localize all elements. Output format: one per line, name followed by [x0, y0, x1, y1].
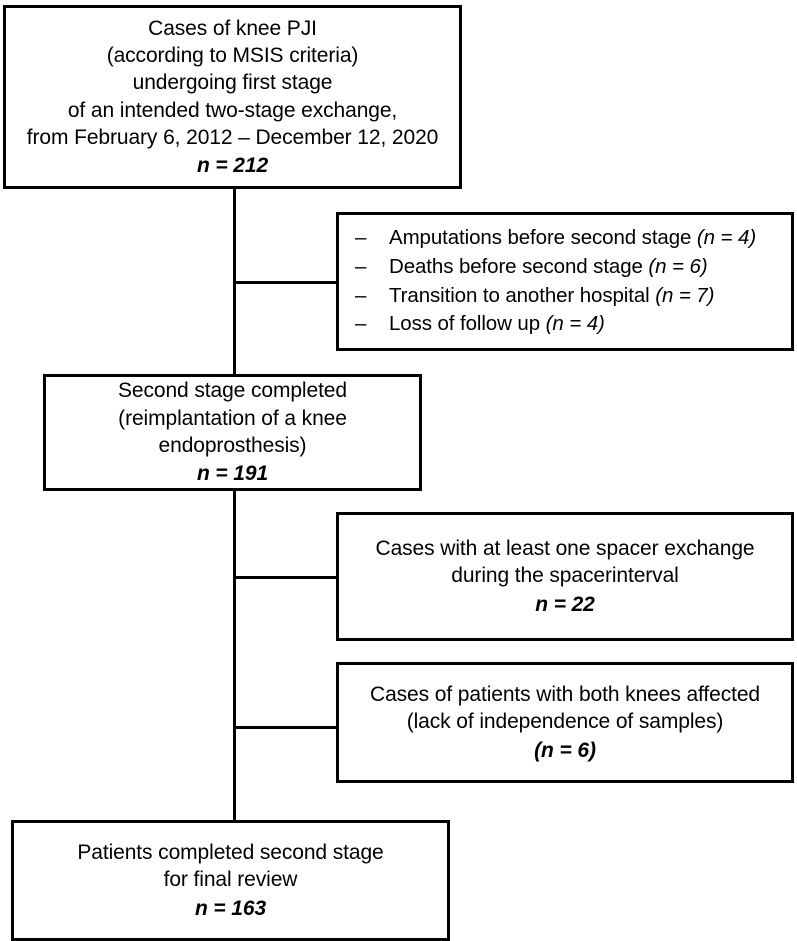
both-knees-count: (n = 6): [534, 738, 596, 762]
enrolled-line-5: from February 6, 2012 – December 12, 202…: [26, 125, 439, 149]
both-knees-line-1: Cases of patients with both knees affect…: [370, 683, 760, 707]
list-dash-icon: –: [355, 283, 367, 307]
list-item-count: (n = 4): [696, 226, 757, 250]
second-stage-line-1: Second stage completed: [118, 379, 347, 403]
box-both-knees-affected: Cases of patients with both knees affect…: [336, 662, 794, 783]
final-count: n = 163: [194, 896, 267, 920]
list-item-text: Loss of follow up (n = 4): [389, 310, 605, 339]
enrolled-count: n = 212: [196, 154, 269, 178]
connector-branch-exclusions-first: [233, 281, 339, 284]
second-stage-line-2: (reimplantation of a knee: [118, 406, 347, 430]
list-dash-icon: –: [355, 254, 367, 278]
box-second-stage-completed: Second stage completed (reimplantation o…: [43, 374, 422, 491]
enrolled-line-3: undergoing first stage: [132, 71, 333, 95]
enrolled-line-1: Cases of knee PJI: [148, 16, 317, 40]
box-enrolled-cases: Cases of knee PJI (according to MSIS cri…: [3, 5, 462, 189]
list-dash-icon: –: [355, 226, 367, 250]
list-item-label: Loss of follow up: [389, 312, 546, 336]
connector-branch-both-knees: [233, 726, 339, 729]
spacer-line-1: Cases with at least one spacer exchange: [375, 537, 755, 561]
list-item: – Amputations before second stage (n = 4…: [355, 224, 791, 253]
connector-trunk-lower: [233, 491, 236, 821]
list-item-label: Transition to another hospital: [389, 283, 656, 307]
enrolled-line-4: of an intended two-stage exchange,: [67, 98, 398, 122]
both-knees-line-2: (lack of independence of samples): [406, 710, 724, 734]
second-stage-count: n = 191: [196, 462, 269, 486]
spacer-line-2: during the spacerinterval: [451, 564, 679, 588]
final-line-1: Patients completed second stage: [77, 841, 384, 865]
second-stage-line-3: endoprosthesis): [158, 434, 307, 457]
box-exclusions-before-second-stage: – Amputations before second stage (n = 4…: [336, 212, 794, 351]
list-item-label: Amputations before second stage: [389, 226, 697, 250]
list-item-label: Deaths before second stage: [389, 254, 649, 278]
list-item: – Deaths before second stage (n = 6): [355, 253, 791, 282]
list-item-count: (n = 7): [655, 283, 715, 307]
list-item-count: (n = 6): [648, 254, 708, 278]
box-final-cohort: Patients completed second stage for fina…: [11, 820, 450, 941]
box-spacer-exchange: Cases with at least one spacer exchange …: [336, 512, 794, 641]
connector-branch-spacer-exchange: [233, 576, 339, 579]
list-item-text: Deaths before second stage (n = 6): [389, 253, 708, 282]
list-item-count: (n = 4): [545, 312, 605, 336]
list-item-text: Transition to another hospital (n = 7): [389, 282, 714, 311]
list-dash-icon: –: [355, 312, 367, 336]
list-item-text: Amputations before second stage (n = 4): [389, 224, 756, 253]
list-item: – Loss of follow up (n = 4): [355, 310, 791, 339]
list-item: – Transition to another hospital (n = 7): [355, 282, 791, 311]
spacer-count: n = 22: [535, 592, 595, 616]
final-line-2: for final review: [163, 868, 298, 892]
enrolled-line-2: (according to MSIS criteria): [106, 43, 359, 67]
